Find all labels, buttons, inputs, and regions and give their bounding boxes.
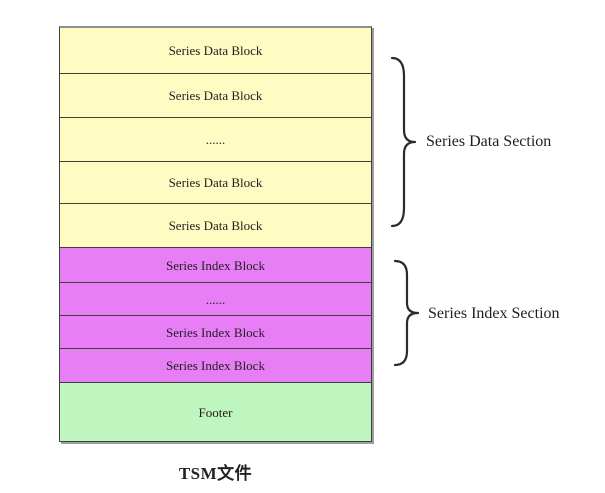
block-label: Series Index Block (166, 324, 265, 340)
series-data-block-1: Series Data Block (60, 28, 371, 74)
series-data-ellipsis-block: ...... (60, 118, 371, 162)
series-index-ellipsis-block: ...... (60, 283, 371, 316)
data-section-brace-icon (390, 56, 417, 228)
index-section-brace-icon (393, 259, 420, 367)
diagram-title: TSM文件 (178, 464, 253, 483)
tsm-file-stack: Series Data Block Series Data Block ....… (59, 26, 372, 442)
index-section-label: Series Index Section (428, 305, 560, 322)
series-data-block-2: Series Data Block (60, 74, 371, 118)
block-label: Footer (198, 404, 233, 420)
series-data-block-3: Series Data Block (60, 162, 371, 204)
block-label: Series Data Block (168, 218, 263, 233)
series-index-block-1: Series Index Block (60, 248, 371, 283)
series-index-block-2: Series Index Block (60, 316, 371, 349)
series-data-block-4: Series Data Block (60, 204, 371, 248)
block-label: Series Data Block (168, 175, 263, 190)
block-label: Series Data Block (168, 88, 263, 103)
series-index-block-3: Series Index Block (60, 349, 371, 383)
data-section-label: Series Data Section (426, 133, 552, 150)
block-label: ...... (205, 291, 226, 307)
block-label: Series Index Block (166, 358, 265, 373)
block-label: Series Data Block (168, 43, 263, 58)
block-label: ...... (205, 132, 226, 147)
block-label: Series Index Block (166, 257, 265, 273)
footer-block: Footer (60, 383, 371, 441)
